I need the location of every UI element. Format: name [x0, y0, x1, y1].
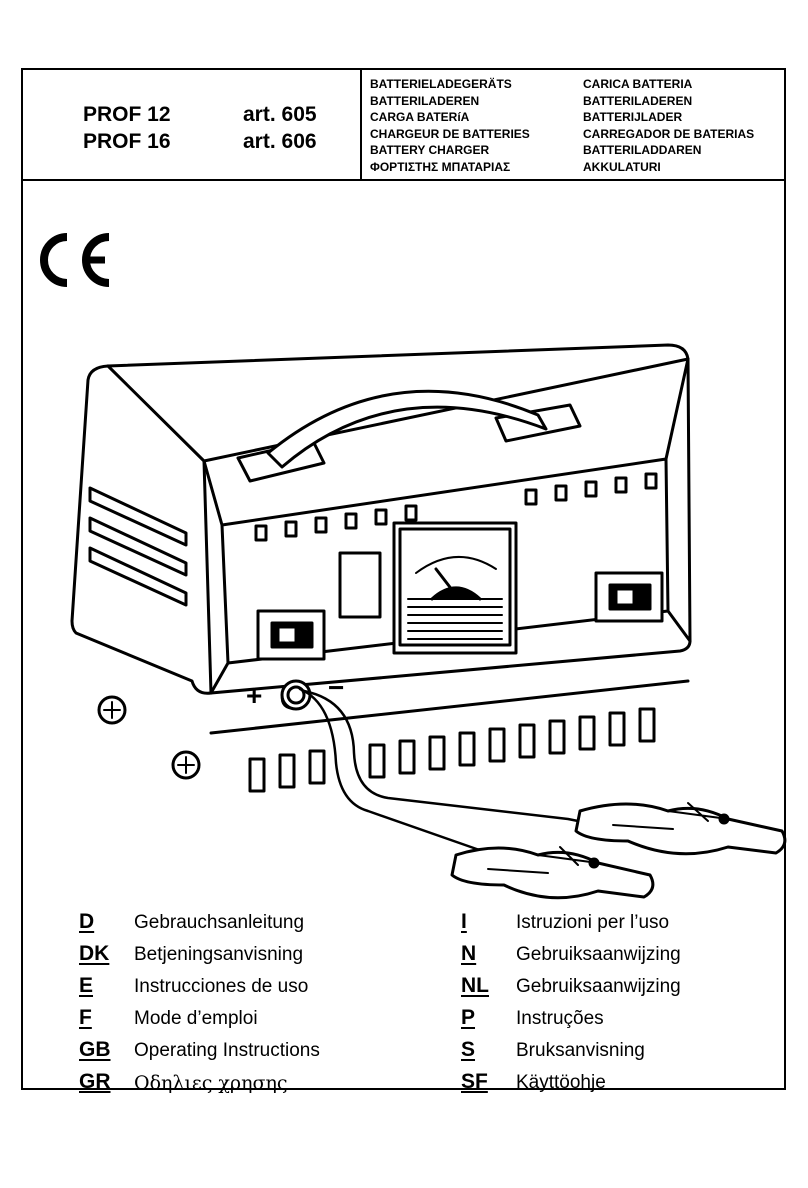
- product-titles-right: CARICA BATTERIA BATTERILADEREN BATTERIJL…: [583, 76, 754, 175]
- language-code: P: [461, 1006, 476, 1029]
- language-code: DK: [79, 942, 110, 965]
- ce-mark-icon: [40, 233, 110, 287]
- language-code: SF: [461, 1070, 488, 1093]
- product-title: CARGA BATERíA: [370, 110, 470, 124]
- language-title: Mode d’emploi: [134, 1008, 258, 1029]
- language-title: Gebruiksaanwijzing: [516, 976, 681, 997]
- article-number-2: art. 606: [243, 130, 317, 153]
- language-title: Käyttöohje: [516, 1072, 606, 1093]
- product-title: CARREGADOR DE BATERIAS: [583, 126, 755, 141]
- model-name-1: PROF 12: [83, 103, 171, 126]
- charging-cables: [298, 687, 590, 867]
- article-number-1: art. 605: [243, 103, 317, 126]
- language-code: I: [461, 910, 467, 933]
- positive-terminal-label: +: [246, 680, 262, 711]
- top-vent-slots: [254, 472, 658, 542]
- output-terminal: [280, 679, 312, 711]
- model-name-2: PROF 16: [83, 130, 171, 153]
- product-title: BATTERILADEREN: [370, 93, 480, 108]
- language-code: D: [79, 910, 95, 933]
- power-switch-right: [594, 571, 664, 623]
- clamp-red: [574, 802, 787, 856]
- negative-terminal-label: −: [328, 672, 344, 703]
- language-code: NL: [461, 974, 489, 997]
- language-code: N: [461, 942, 477, 965]
- battery-charger-illustration: + −: [70, 343, 787, 900]
- ammeter: [392, 521, 518, 655]
- carry-handle: [236, 389, 582, 483]
- selector-switch-left: [256, 609, 326, 661]
- language-title: Istruzioni per l’uso: [516, 912, 670, 933]
- language-code: F: [79, 1006, 92, 1029]
- product-title: BATTERIELADEGERÄTS: [370, 77, 512, 91]
- language-title: Instruções: [516, 1008, 604, 1029]
- product-title: ΦΟΡΤΙΣΤΗΣ ΜΠΑΤΑΡΙΑΣ: [370, 159, 511, 174]
- header-divider: [360, 70, 362, 179]
- product-title: CARICA BATTERIA: [583, 77, 693, 91]
- language-title: Instrucciones de uso: [134, 976, 309, 997]
- language-title: Betjeningsanvisning: [134, 944, 304, 965]
- language-code: GB: [79, 1038, 111, 1061]
- language-code: S: [461, 1038, 476, 1061]
- product-title: BATTERIJLADER: [583, 110, 683, 124]
- product-title: BATTERILADEREN: [583, 93, 693, 108]
- product-title: CHARGEUR DE BATTERIES: [370, 126, 530, 141]
- product-title: AKKULATURI: [583, 159, 661, 174]
- language-title: Operating Instructions: [134, 1040, 320, 1061]
- product-title: BATTERILADDAREN: [583, 143, 702, 157]
- header: PROF 12 PROF 16 art. 605 art. 606 BATTER…: [23, 70, 784, 181]
- bottom-vent-slots: [209, 679, 690, 793]
- manual-cover-frame: PROF 12 PROF 16 art. 605 art. 606 BATTER…: [21, 68, 787, 1094]
- language-title: Gebrauchsanleitung: [134, 912, 305, 933]
- language-title: Gebruiksaanwijzing: [516, 944, 681, 965]
- indicator-window: [338, 551, 382, 619]
- clamp-black: [450, 846, 655, 900]
- product-title: BATTERY CHARGER: [370, 143, 490, 157]
- language-title: Οδηλιες χρησης: [134, 1072, 288, 1094]
- language-code: E: [79, 974, 94, 997]
- product-titles-left: BATTERIELADEGERÄTS BATTERILADEREN CARGA …: [370, 76, 530, 175]
- language-code: GR: [79, 1070, 111, 1093]
- language-title: Bruksanvisning: [516, 1040, 645, 1061]
